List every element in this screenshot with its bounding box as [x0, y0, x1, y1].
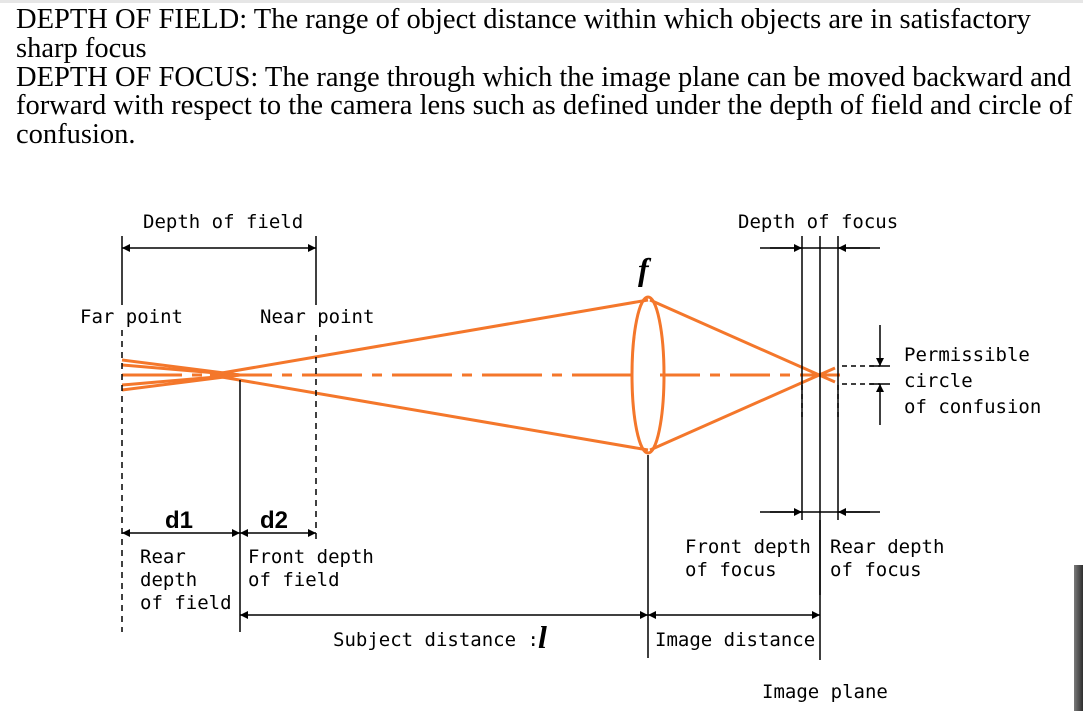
depth-of-focus-definition: DEPTH OF FOCUS: The range through which … — [16, 61, 1073, 151]
depth-of-focus-label: Depth of focus — [738, 211, 898, 233]
rear-depth-of-field-label: Rear depth of field — [140, 546, 232, 614]
image-plane-label: Image plane — [762, 681, 888, 703]
image-distance-label: Image distance — [655, 629, 815, 651]
front-depth-of-focus-label: Front depth of focus — [685, 536, 822, 581]
ray-lens-top-to-image — [649, 298, 836, 384]
ray-to-lens-top — [209, 298, 649, 377]
subject-distance-label: Subject distance : — [333, 629, 539, 651]
d2-label: d2 — [260, 507, 288, 534]
depth-of-field-definition: DEPTH OF FIELD: The range of object dist… — [16, 4, 1031, 64]
lens — [630, 295, 666, 455]
permissible-coc-label: Permissible circle of confusion — [904, 344, 1041, 418]
ray-to-lens-bottom — [209, 373, 649, 452]
top-divider — [0, 0, 1083, 3]
ray-lens-bottom-to-image — [649, 366, 836, 452]
rear-depth-of-focus-label: Rear depth of focus — [830, 536, 956, 581]
focal-length-symbol: f — [638, 251, 652, 287]
subject-distance-symbol: l — [538, 619, 547, 655]
definitions-text: DEPTH OF FIELD: The range of object dist… — [16, 4, 1083, 151]
d1-label: d1 — [165, 507, 193, 534]
front-depth-of-field-label: Front depth of field — [248, 546, 385, 591]
scrollbar[interactable] — [1074, 565, 1083, 711]
near-point-label: Near point — [260, 306, 374, 328]
depth-of-field-label: Depth of field — [143, 211, 303, 233]
far-point-label: Far point — [80, 306, 183, 328]
